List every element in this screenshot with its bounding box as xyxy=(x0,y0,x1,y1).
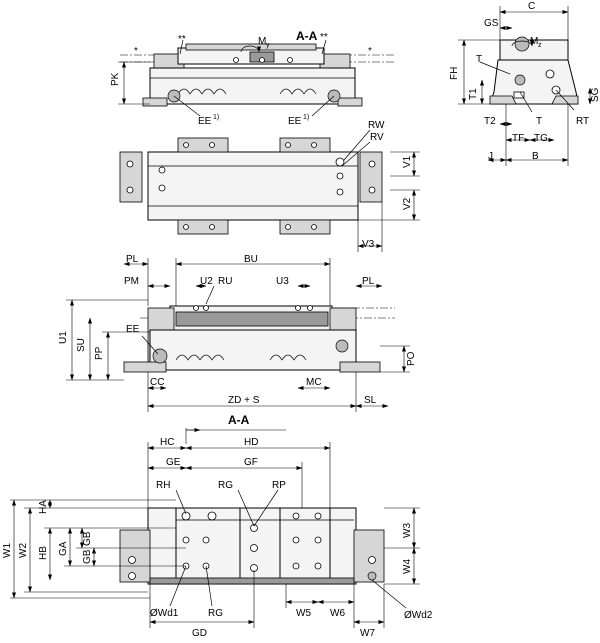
t1-label: T1 xyxy=(468,88,479,100)
rt-label: RT xyxy=(576,116,589,127)
w4-label: W4 xyxy=(402,559,413,574)
front-view xyxy=(66,258,410,412)
v2-label: V2 xyxy=(402,197,413,210)
star-right-label: * xyxy=(368,46,372,57)
ee-label: EE xyxy=(126,324,140,335)
bu-label: BU xyxy=(244,254,258,265)
hd-label: HD xyxy=(244,437,258,448)
my-sub-label: y xyxy=(266,42,270,49)
ee-right-label: EE xyxy=(288,116,302,127)
starstar-right-label: ** xyxy=(320,32,328,43)
section-view xyxy=(10,428,420,628)
mz-sub-label: z xyxy=(538,42,542,49)
po-label: PO xyxy=(406,351,417,366)
w2-label: W2 xyxy=(18,543,29,558)
gf-label: GF xyxy=(244,457,258,468)
ru-label: RU xyxy=(218,276,232,287)
pl-left-label: PL xyxy=(126,254,139,265)
fh-label: FH xyxy=(449,67,460,80)
rp-label: RP xyxy=(272,480,286,491)
tf-label: TF xyxy=(512,133,524,144)
gb-lower-label: GB xyxy=(82,549,93,564)
pm-label: PM xyxy=(124,276,139,287)
star-left-label: * xyxy=(134,46,138,57)
ga-label: GA xyxy=(58,541,69,556)
pl-right-label: PL xyxy=(362,276,375,287)
rg-bottom-label: RG xyxy=(208,608,223,619)
ee-left-sup: 1) xyxy=(213,114,219,121)
t-bottom-label: T xyxy=(536,116,542,127)
v1-label: V1 xyxy=(402,155,413,168)
c-label: C xyxy=(528,1,535,12)
ha-label: HA xyxy=(38,500,49,514)
w3-label: W3 xyxy=(402,523,413,538)
mz-label: M xyxy=(530,36,538,47)
pk-label: PK xyxy=(110,72,121,86)
gs-label: GS xyxy=(484,18,499,29)
rw-label: RW xyxy=(368,120,385,131)
mc-label: MC xyxy=(306,377,322,388)
su-label: SU xyxy=(76,338,87,352)
v3-label: V3 xyxy=(362,239,375,250)
w7-label: W7 xyxy=(360,628,375,639)
hb-label: HB xyxy=(38,546,49,560)
w6-label: W6 xyxy=(330,608,345,619)
j-label: J xyxy=(488,151,493,162)
hc-label: HC xyxy=(160,437,174,448)
my-label: M xyxy=(258,36,266,47)
ee-left-label: EE xyxy=(198,116,212,127)
t2-label: T2 xyxy=(484,116,496,127)
w5-label: W5 xyxy=(296,608,311,619)
w1-label: W1 xyxy=(2,543,13,558)
starstar-left-label: ** xyxy=(178,34,186,45)
pp-label: PP xyxy=(94,346,105,360)
tg-label: TG xyxy=(534,133,548,144)
b-label: B xyxy=(532,151,539,162)
section-a-a-label: A-A xyxy=(296,29,318,43)
gd-label: GD xyxy=(192,628,207,639)
cc-label: CC xyxy=(150,377,164,388)
u2-label: U2 xyxy=(200,276,213,287)
u3-label: U3 xyxy=(276,276,289,287)
end-view xyxy=(458,6,592,166)
zd-s-label: ZD + S xyxy=(228,395,260,406)
top-view xyxy=(119,129,420,252)
gb-upper-label: GB xyxy=(82,531,93,546)
sg-label: SG xyxy=(590,87,600,102)
ee-right-sup: 1) xyxy=(303,114,309,121)
rg-top-label: RG xyxy=(218,480,233,491)
sl-label: SL xyxy=(364,395,377,406)
side-view xyxy=(118,39,395,117)
t-top-label: T xyxy=(476,54,482,65)
u1-label: U1 xyxy=(58,331,69,344)
wd1-label: ØWd1 xyxy=(150,608,179,619)
ge-label: GE xyxy=(166,457,181,468)
rv-label: RV xyxy=(370,132,384,143)
rh-label: RH xyxy=(156,480,170,491)
wd2-label: ØWd2 xyxy=(404,610,433,621)
section-title-label: A-A xyxy=(228,413,250,427)
